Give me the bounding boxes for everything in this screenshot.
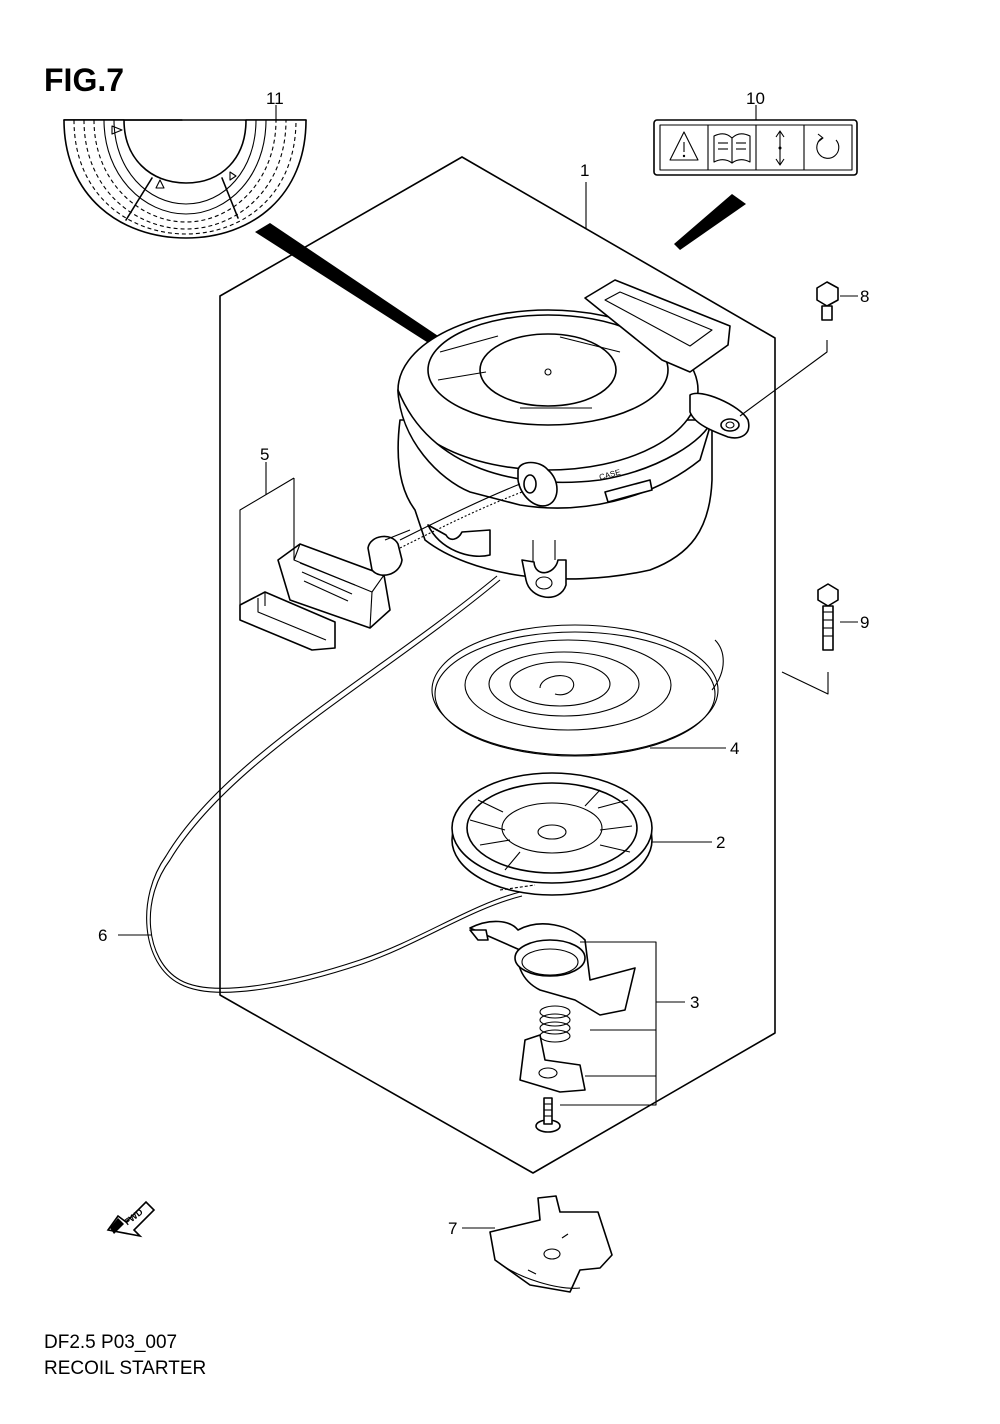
ratchet-screw [535,1097,561,1133]
callout-2: 2 [716,833,725,852]
starter-pulley [489,1195,613,1293]
recoil-spring [431,624,724,757]
ratchet-spring [539,1005,571,1043]
caution-label-drawing [653,119,858,176]
callout-7: 7 [448,1219,457,1238]
friction-plate [519,1034,586,1093]
recoil-starter-housing: CASE [397,279,750,599]
manual-book-icon [713,133,751,164]
label-10-pointer [674,194,746,250]
starter-rope [146,575,536,993]
rotation-icon [816,133,840,159]
callout-8: 8 [860,287,869,306]
callout-9: 9 [860,613,869,632]
figure-title: FIG.7 [44,62,125,98]
section-name: RECOIL STARTER [44,1358,207,1379]
model-code: DF2.5 P03_007 [44,1332,178,1353]
bolt-9 [817,583,839,651]
ratchet [469,920,636,1016]
reel [451,772,653,896]
callout-11: 11 [266,89,284,108]
callout-4: 4 [730,739,739,758]
callout-6: 6 [98,926,107,945]
warning-icon [669,131,699,161]
pull-arrow-icon [775,130,785,166]
starter-handle [239,483,523,651]
starter-label-drawing [63,119,307,239]
label-11-pointer [255,223,462,360]
callout-5: 5 [260,445,269,464]
callout-1: 1 [580,161,589,180]
fwd-arrow-icon: FWD [106,1200,156,1238]
bolt-8 [816,281,839,321]
callout-10: 10 [746,89,765,108]
callout-3: 3 [690,993,699,1012]
assembly-outline [219,156,776,1174]
